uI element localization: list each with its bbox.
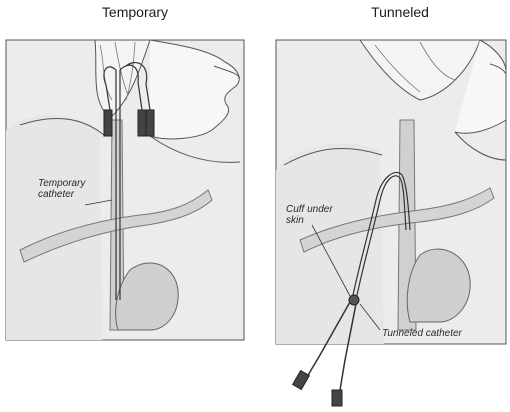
cuff-under-skin-label: Cuff under skin [286, 204, 333, 226]
right-catheter-hub-1 [293, 371, 310, 390]
tunneled-catheter-label: Tunneled catheter [382, 328, 462, 339]
right-catheter-hub-2 [332, 390, 342, 406]
right-heart [407, 249, 470, 322]
catheter-cuff [349, 295, 359, 305]
